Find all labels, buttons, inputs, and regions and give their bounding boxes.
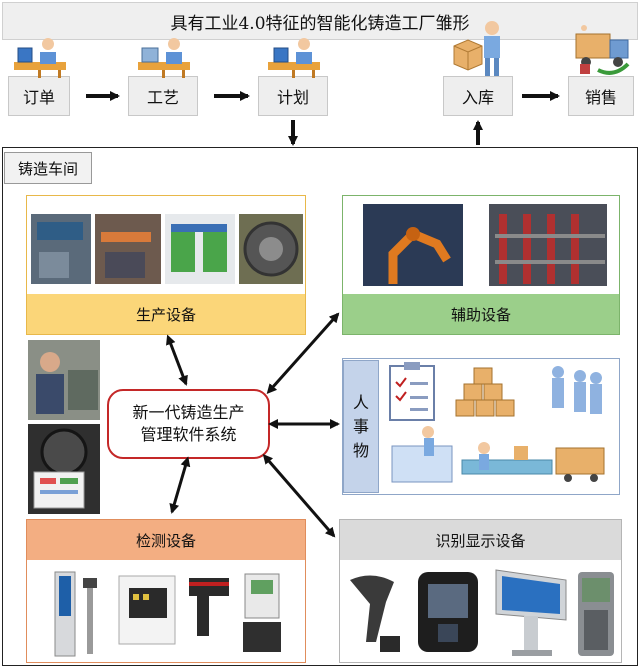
planner-icon (268, 38, 320, 78)
link-core-inspection (169, 456, 191, 514)
page-title: 具有工业4.0特征的智能化铸造工厂雏形 (2, 2, 638, 40)
identification-display-equipment-photos (350, 569, 614, 656)
flow-step-order: 订单 (8, 76, 70, 116)
flow-step-storage: 入库 (443, 76, 513, 116)
process-engineer-icon (138, 38, 190, 78)
production-equipment-panel: 生产设备 (26, 195, 306, 335)
rsw-char-3: 物 (352, 440, 369, 460)
workshop-label: 铸造车间 (4, 152, 92, 184)
auxiliary-equipment-panel: 辅助设备 (342, 195, 620, 335)
production-equipment-photos (31, 214, 303, 284)
people-matters-objects-illustrations (389, 362, 605, 483)
warehouse-worker-icon (453, 21, 500, 76)
identification-display-equipment-label: 识别显示设备 (340, 520, 621, 560)
core-label-line1: 新一代铸造生产 (132, 403, 245, 422)
rsw-char-1: 人 (352, 392, 369, 412)
inspection-equipment-label: 检测设备 (27, 520, 305, 560)
auxiliary-equipment-label: 辅助设备 (343, 294, 619, 334)
people-matters-objects-label: 人 事 物 (343, 360, 379, 493)
order-clerk-icon (14, 38, 66, 78)
operator-photos (28, 340, 100, 514)
link-core-identification (262, 453, 336, 538)
production-equipment-label: 生产设备 (27, 294, 305, 334)
link-core-auxiliary (266, 312, 340, 394)
identification-display-equipment-panel: 识别显示设备 (339, 519, 622, 663)
foundry-management-software-system: 新一代铸造生产 管理软件系统 (107, 389, 270, 459)
auxiliary-equipment-photos (363, 204, 607, 286)
delivery-truck-icon (575, 25, 630, 75)
flow-step-sales: 销售 (568, 76, 634, 116)
flow-step-plan: 计划 (258, 76, 328, 116)
flow-step-process: 工艺 (128, 76, 198, 116)
inspection-equipment-photos (54, 571, 281, 657)
core-label-line2: 管理软件系统 (140, 425, 237, 444)
rsw-char-2: 事 (352, 416, 369, 436)
link-core-production (166, 334, 188, 386)
inspection-equipment-panel: 检测设备 (26, 519, 306, 663)
